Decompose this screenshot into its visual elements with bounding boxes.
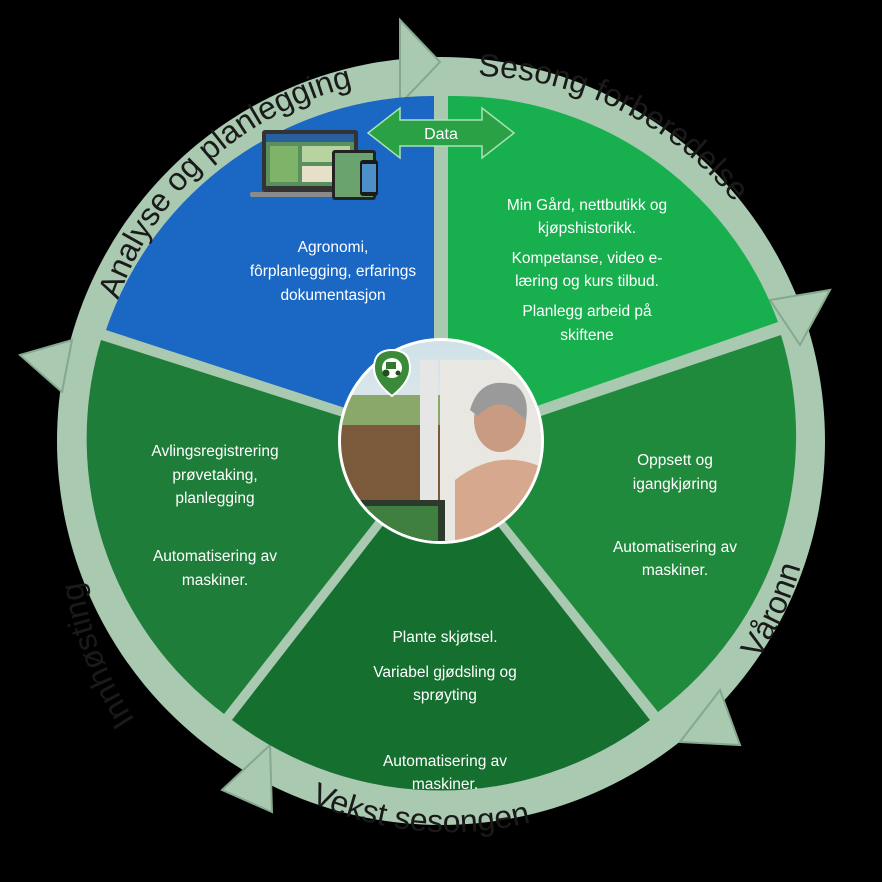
arrowhead-varonn-icon [678,687,742,747]
segment-varonn-line-0: Oppsett og [637,452,713,469]
segment-sesong-line-2: Kompetanse, video e- [512,250,663,267]
arrowhead-analyse-icon [399,17,442,107]
segment-innhosting-line-1: prøvetaking, [172,467,257,484]
double-arrow-icon: Data [366,106,516,160]
segment-analyse-line-2: dokumentasjon [280,287,385,304]
segment-innhosting-line-4: maskiner. [182,572,248,589]
arrowhead-innhosting-icon [17,338,74,394]
devices-screens-icon [250,130,378,200]
segment-innhosting-line-0: Avlingsregistrering [151,443,278,460]
data-label: Data [424,126,458,143]
cycle-arrowheads [17,17,832,814]
segment-varonn-line-1: igangkjøring [633,476,717,493]
segment-sesong-line-4: Planlegg arbeid på [522,303,652,320]
segment-vekst-line-4: maskiner. [412,776,478,793]
segment-varonn-line-3: maskiner. [642,562,708,579]
segment-innhosting-line-2: planlegging [175,490,254,507]
segment-innhosting-line-3: Automatisering av [153,548,277,565]
segment-sesong-line-5: skiftene [560,327,613,344]
arrowhead-sesong-icon [768,288,832,347]
segment-vekst-line-1: Variabel gjødsling og [373,664,517,681]
segment-vekst-line-0: Plante skjøtsel. [392,629,497,646]
segment-vekst-line-2: sprøyting [413,687,477,704]
segment-sesong [448,95,778,438]
segment-analyse-line-0: Agronomi, [298,239,369,256]
segment-sesong-line-0: Min Gård, nettbutikk og [507,197,667,214]
segment-vekst [232,452,650,791]
segment-varonn-line-2: Automatisering av [613,539,737,556]
tractor-pin-icon [372,348,412,398]
arrowhead-vekst-icon [220,742,274,814]
segment-descriptions: Agronomi, fôrplanlegging, erfarings dokume… [151,197,737,793]
segment-sesong-line-3: læring og kurs tilbud. [515,273,659,290]
segment-sesong-line-1: kjøpshistorikk. [538,220,636,237]
segment-vekst-line-3: Automatisering av [383,753,507,770]
segment-analyse-line-1: fôrplanlegging, erfarings [250,263,417,280]
